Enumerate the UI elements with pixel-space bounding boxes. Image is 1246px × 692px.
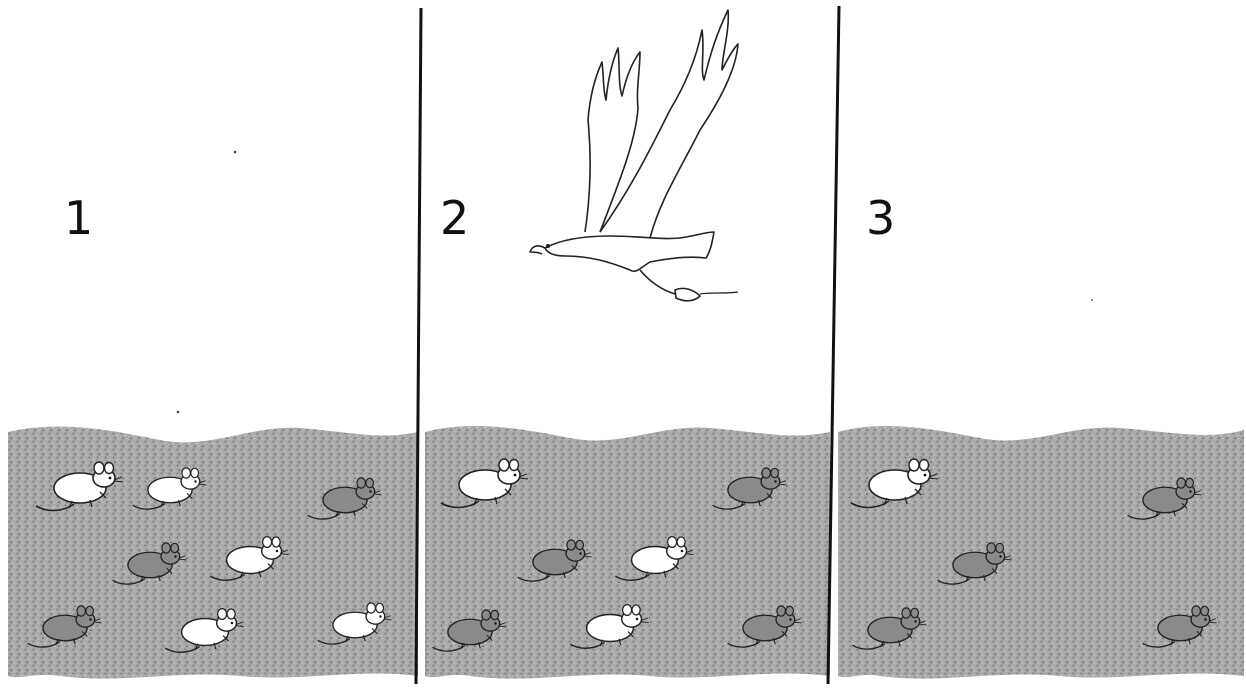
divider-left [416,8,421,684]
panel-label-3: 3 [866,195,895,241]
divider-right [828,6,839,684]
panel-label-2: 2 [440,195,469,241]
panel-label-1: 1 [64,195,93,241]
hawk-icon [530,10,738,301]
